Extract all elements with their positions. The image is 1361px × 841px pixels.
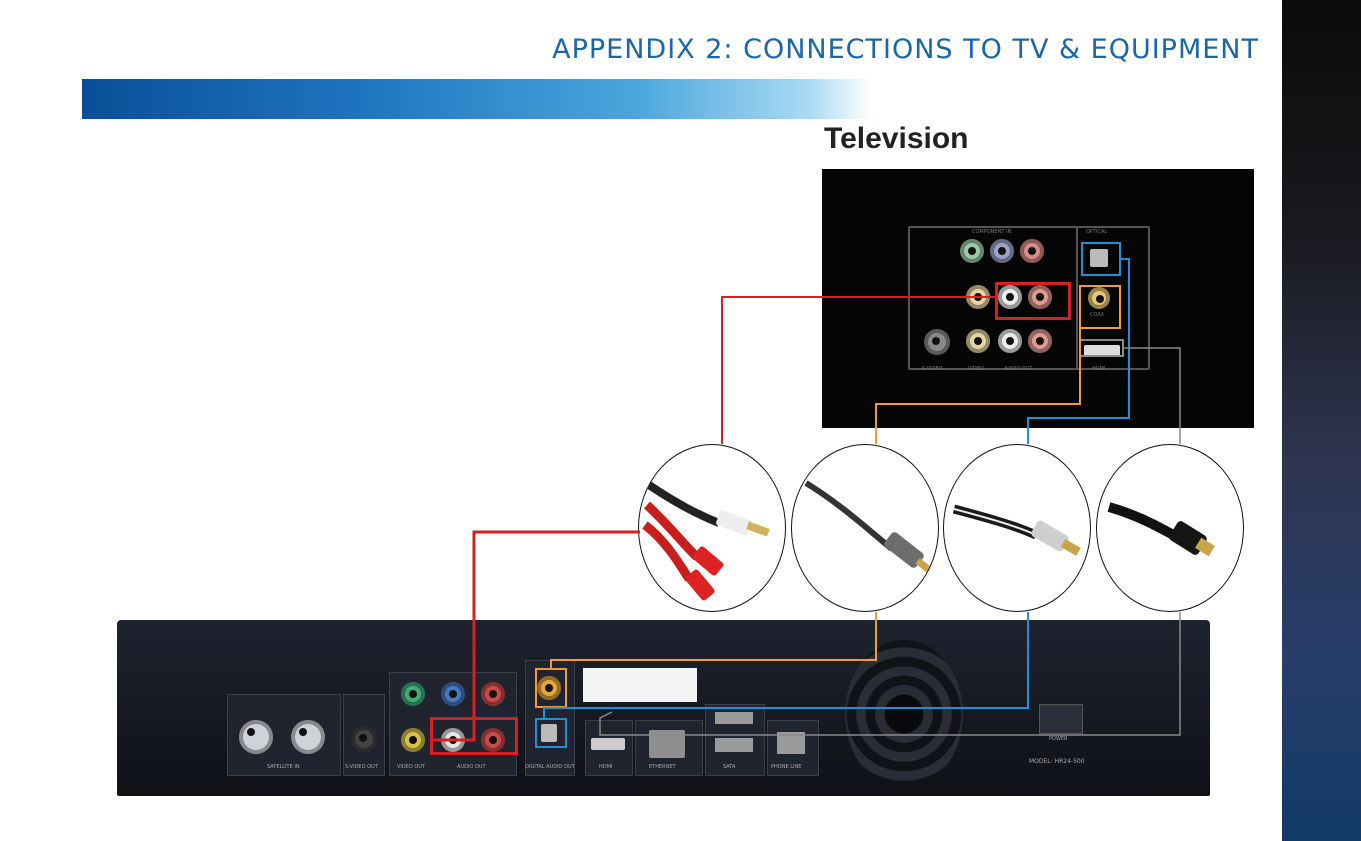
- orange-line-rcv: [551, 612, 876, 668]
- gray-line-tv: [1124, 348, 1180, 444]
- blue-line-tv: [1028, 259, 1129, 444]
- blue-line-rcv: [544, 612, 1028, 718]
- gray-line-rcv: [600, 612, 1180, 735]
- orange-line-tv: [876, 318, 1080, 444]
- red-line-tv: [722, 297, 995, 444]
